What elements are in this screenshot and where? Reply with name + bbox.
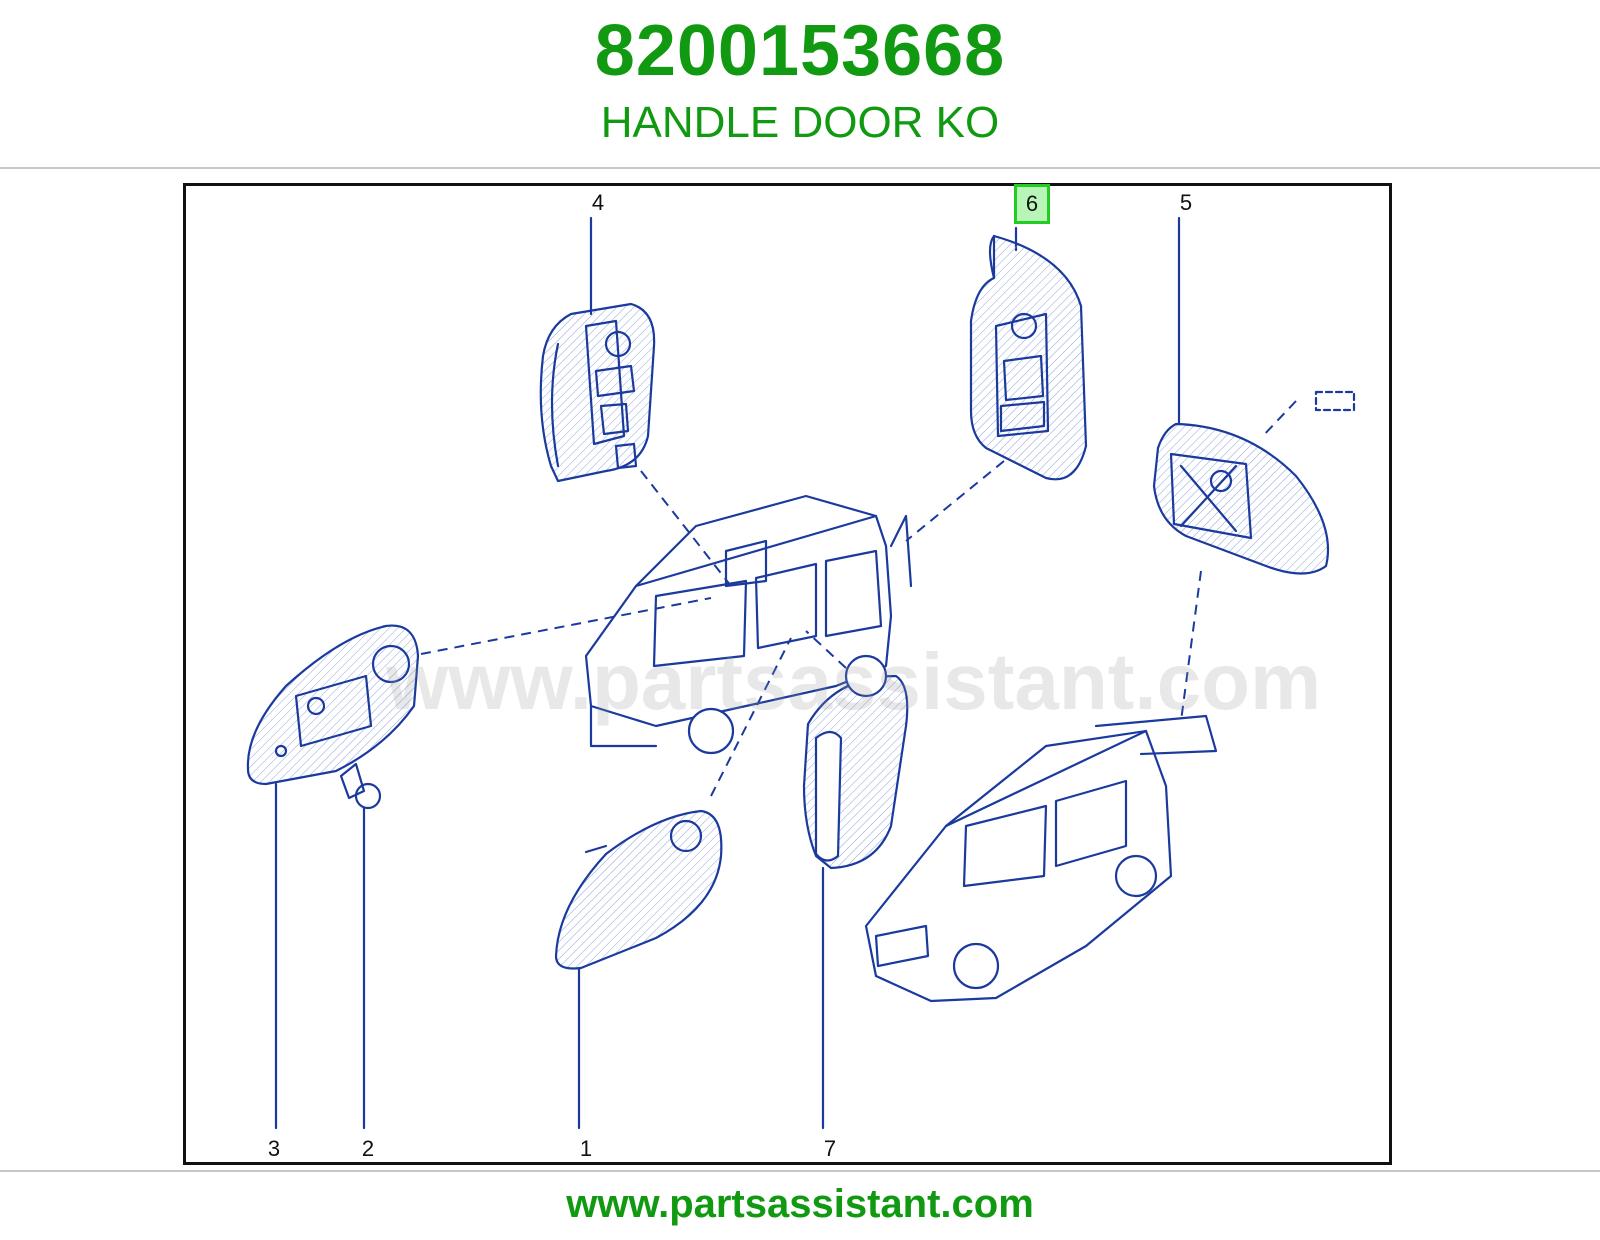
callout-7[interactable]: 7 [823,1136,837,1161]
part-3-outside-handle [246,624,420,786]
top-divider [0,167,1600,169]
parts-diagram: www.partsassistant.com [183,183,1392,1165]
diagram-drawing [246,216,1356,1130]
callout-5[interactable]: 5 [1179,190,1193,215]
callout-4[interactable]: 4 [591,190,605,215]
arrow-3 [420,597,712,655]
callout-2[interactable]: 2 [361,1136,375,1161]
part-4-inside-handle [539,302,656,483]
arrow-5a [1260,400,1297,439]
callout-6[interactable]: 6 [1014,184,1050,224]
vehicle-bottom [864,714,1218,1003]
part-number: 8200153668 [594,11,1006,91]
callout-1[interactable]: 1 [579,1136,593,1161]
part-name: HANDLE DOOR KO [600,98,1000,147]
header: 8200153668 HANDLE DOOR KO [0,0,1600,168]
arrow-4 [640,470,732,587]
arrow-1 [710,637,792,797]
part-6-rear-handle [969,234,1088,481]
bottom-divider [0,1170,1600,1172]
part-5-tailgate-handle [1152,390,1356,575]
arrow-6 [905,460,1005,542]
arrow-7 [805,630,847,669]
footer-url[interactable]: www.partsassistant.com [566,1182,1034,1226]
callout-3[interactable]: 3 [267,1136,281,1161]
part-2-screw [339,762,382,810]
part-1-outside-handle [554,809,723,970]
arrow-5b [1180,570,1202,722]
vehicle-top [584,494,913,755]
part-7-sliding-handle [802,674,909,870]
